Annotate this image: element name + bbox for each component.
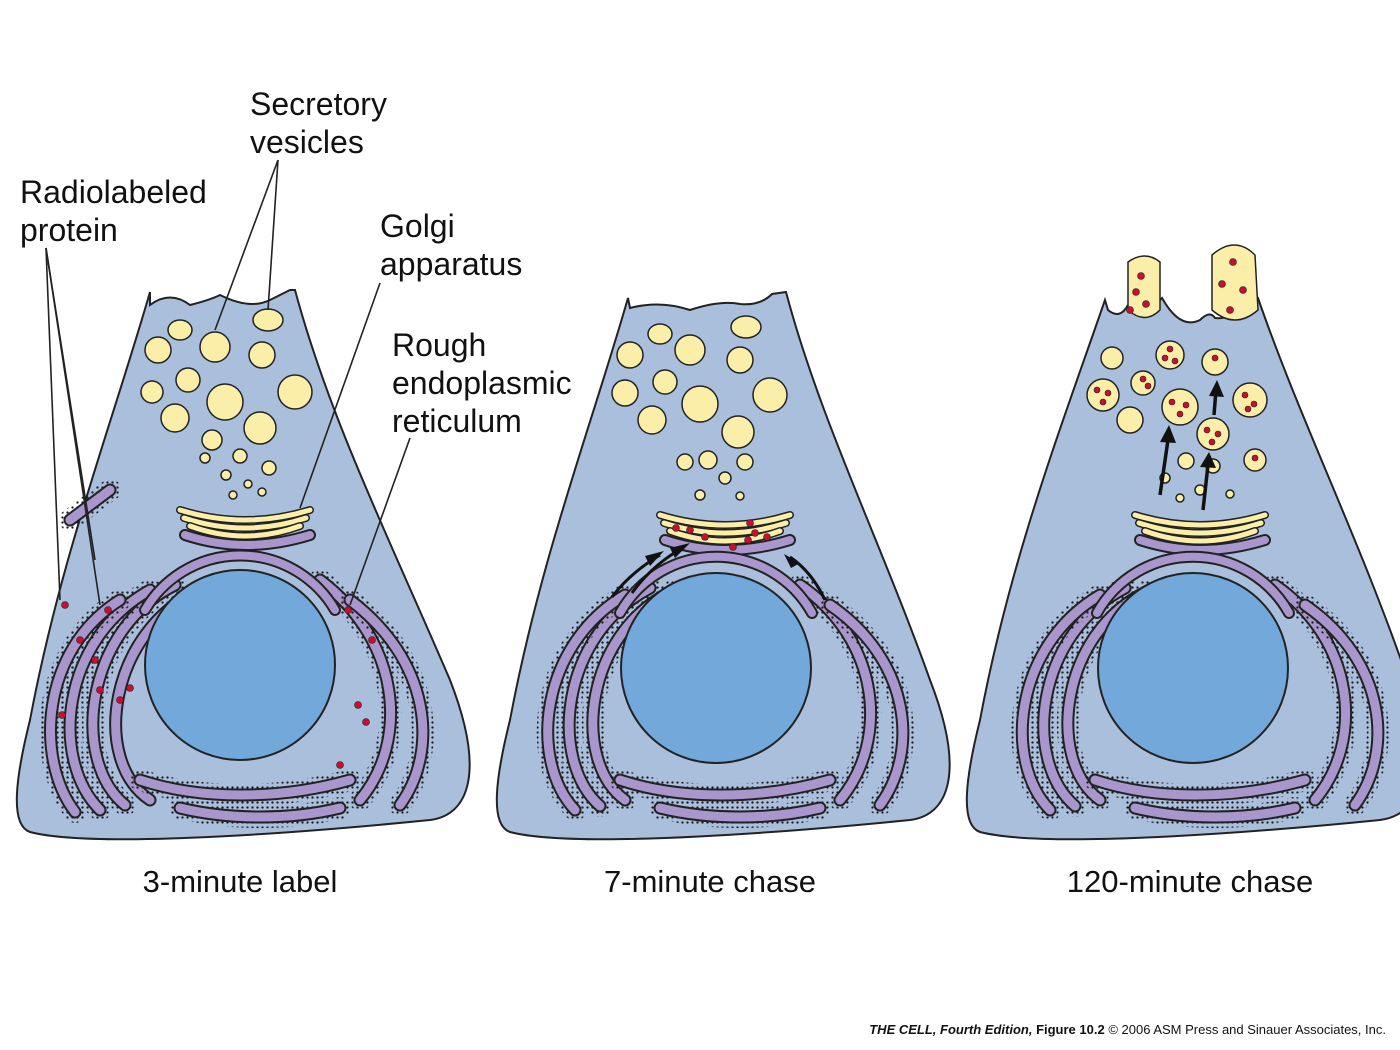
cell-body (495, 290, 951, 841)
caption-panel-3: 120-minute chase (1067, 864, 1313, 899)
rough-er (39, 479, 434, 828)
radiolabeled-protein-dots (672, 519, 771, 551)
label-secretory-vesicles: Secretory vesicles (250, 86, 396, 160)
figure-credit: THE CELL, Fourth Edition, Figure 10.2 © … (869, 1022, 1386, 1037)
cell-panel-3min (15, 159, 471, 841)
credit-book-title: THE CELL, (869, 1022, 937, 1037)
cell-panel-7min (495, 290, 951, 841)
radiolabeled-protein-dots (1093, 258, 1259, 462)
exocytosis-vesicles (1127, 244, 1259, 321)
caption-panel-2: 7-minute chase (604, 864, 816, 899)
nuclear-envelope-fill (616, 552, 816, 617)
caption-panel-1: 3-minute label (143, 864, 338, 899)
nuclear-envelope-fill (1093, 552, 1293, 617)
leader-lines (45, 159, 411, 606)
label-rough-er: Rough endoplasmic reticulum (392, 327, 581, 439)
golgi-apparatus (1131, 511, 1271, 556)
credit-figure: Figure 10.2 (1032, 1022, 1105, 1037)
golgi-apparatus (176, 506, 316, 551)
label-golgi-apparatus: Golgi apparatus (380, 208, 522, 282)
credit-copyright: © 2006 ASM Press and Sinauer Associates,… (1104, 1022, 1386, 1037)
radiolabeled-protein-dots (58, 601, 376, 769)
secretory-vesicles (611, 315, 788, 501)
label-radiolabeled-protein: Radiolabeled protein (20, 174, 216, 248)
nuclear-envelope-fill (141, 551, 339, 614)
credit-edition: Fourth Edition, (936, 1022, 1033, 1037)
transport-arrowheads (1160, 380, 1224, 468)
cell-panel-120min (965, 244, 1400, 841)
transport-arrowheads (645, 543, 800, 568)
nucleus (144, 569, 336, 761)
secretory-vesicles (140, 308, 313, 500)
secretory-vesicles (1086, 340, 1268, 503)
nucleus (620, 572, 812, 764)
nucleus (1097, 572, 1289, 764)
